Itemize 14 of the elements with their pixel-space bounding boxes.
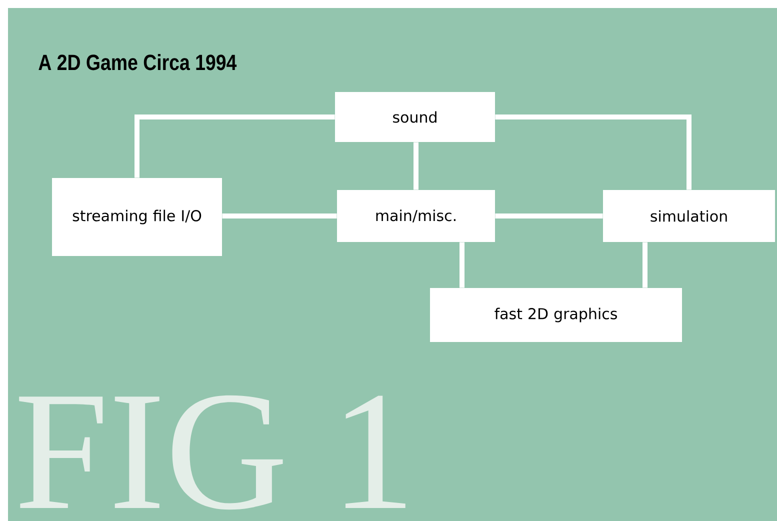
connector-line xyxy=(495,114,692,190)
connector-line xyxy=(495,214,603,218)
process-box: streaming file I/O xyxy=(52,178,222,256)
title: A 2D Game Circa 1994 xyxy=(38,54,237,70)
process-box: fast 2D graphics xyxy=(430,288,682,342)
connector-line xyxy=(460,242,464,288)
connector-line xyxy=(134,114,335,178)
process-box: main/misc. xyxy=(337,190,495,242)
figure-number: FIG 1 xyxy=(19,395,406,510)
process-box: sound xyxy=(335,92,495,142)
connector-line xyxy=(414,142,418,190)
process-box: simulation xyxy=(603,190,775,242)
connector-line xyxy=(642,242,648,288)
connector-line xyxy=(222,214,337,218)
